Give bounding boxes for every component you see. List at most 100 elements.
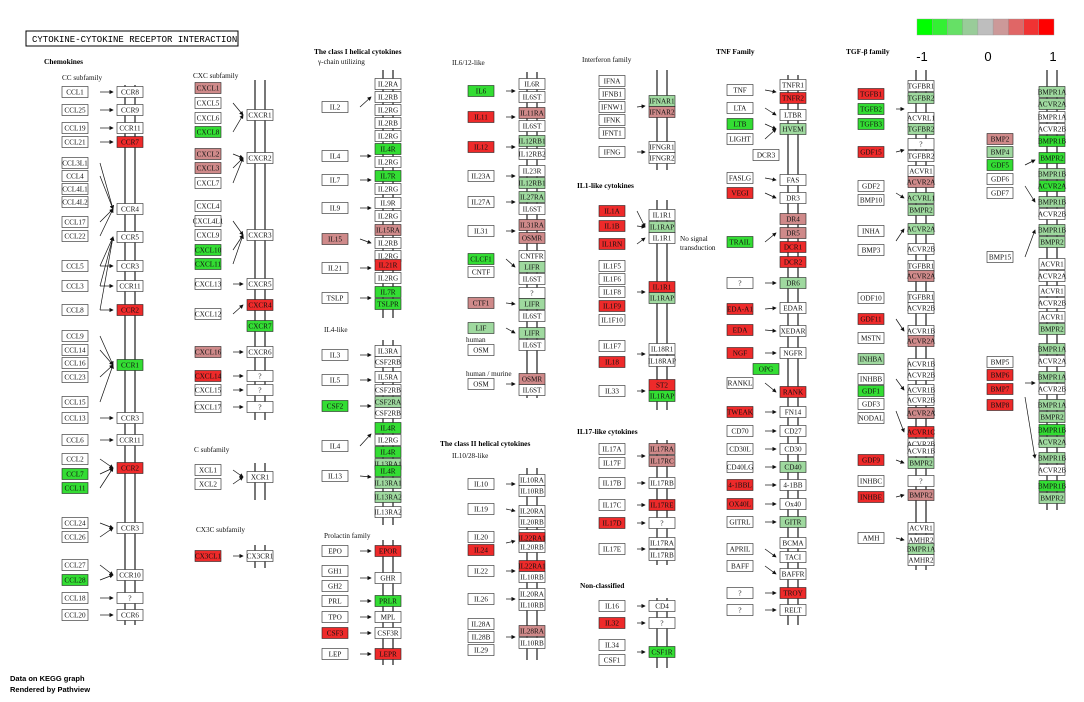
gene-node[interactable]: IL2RB bbox=[374, 237, 402, 249]
gene-node[interactable]: ? bbox=[246, 370, 274, 382]
gene-node[interactable]: IL31RA bbox=[518, 219, 546, 231]
gene-node[interactable]: CXCL14 bbox=[194, 370, 222, 382]
gene-node[interactable]: IL20RB bbox=[518, 541, 546, 553]
gene-node[interactable]: CD40 bbox=[779, 461, 807, 473]
gene-node[interactable]: CXCL4L1 bbox=[193, 215, 224, 227]
gene-node[interactable]: ACVR2B bbox=[1038, 208, 1067, 220]
gene-node[interactable]: ? bbox=[726, 587, 754, 599]
gene-node[interactable]: CXCL2 bbox=[194, 148, 222, 160]
gene-node[interactable]: CCR4 bbox=[116, 203, 144, 215]
gene-node[interactable]: IL1F8 bbox=[598, 286, 626, 298]
gene-node[interactable]: IL19 bbox=[467, 503, 495, 515]
gene-node[interactable]: IFNB1 bbox=[598, 88, 626, 100]
gene-node[interactable]: IL12RB2 bbox=[518, 148, 546, 160]
gene-node[interactable]: OSM bbox=[467, 378, 495, 390]
gene-node[interactable]: IL17RA bbox=[648, 537, 676, 549]
gene-node[interactable]: CXCR4 bbox=[246, 299, 274, 311]
gene-node[interactable]: ODF10 bbox=[857, 292, 885, 304]
gene-node[interactable]: TGFBR1 bbox=[908, 291, 935, 303]
gene-node[interactable]: CCR8 bbox=[116, 86, 144, 98]
gene-node[interactable]: IL1F5 bbox=[598, 260, 626, 272]
gene-node[interactable]: AMHR2 bbox=[907, 554, 935, 566]
gene-node[interactable]: CXCL16 bbox=[194, 346, 222, 358]
gene-node[interactable]: INHA bbox=[857, 225, 885, 237]
gene-node[interactable]: TNFR2 bbox=[779, 92, 807, 104]
gene-node[interactable]: CCR11 bbox=[116, 280, 144, 292]
gene-node[interactable]: DR3 bbox=[779, 192, 807, 204]
gene-node[interactable]: CCL3 bbox=[61, 280, 89, 292]
gene-node[interactable]: IL1RAP bbox=[648, 292, 676, 304]
gene-node[interactable]: IL1RAP bbox=[648, 221, 676, 233]
gene-node[interactable]: BMPR2 bbox=[907, 204, 935, 216]
gene-node[interactable]: TGFB1 bbox=[857, 88, 885, 100]
gene-node[interactable]: IL6 bbox=[467, 85, 495, 97]
gene-node[interactable]: BMP15 bbox=[986, 251, 1014, 263]
gene-node[interactable]: TGFB3 bbox=[857, 118, 885, 130]
gene-node[interactable]: BMP10 bbox=[857, 194, 885, 206]
gene-node[interactable]: TGFB2 bbox=[857, 103, 885, 115]
gene-node[interactable]: CD40LG bbox=[727, 461, 754, 473]
gene-node[interactable]: CCR6 bbox=[116, 609, 144, 621]
gene-node[interactable]: LIFR bbox=[518, 261, 546, 273]
gene-node[interactable]: IFNAR1 bbox=[648, 95, 676, 107]
gene-node[interactable]: IL6R bbox=[518, 78, 546, 90]
gene-node[interactable]: CCL3L1 bbox=[61, 157, 89, 169]
gene-node[interactable]: IL28RA bbox=[518, 625, 546, 637]
gene-node[interactable]: IL1RAP bbox=[648, 390, 676, 402]
gene-node[interactable]: ACVR1 bbox=[1038, 285, 1066, 297]
gene-node[interactable]: BMP2 bbox=[986, 133, 1014, 145]
gene-node[interactable]: ACVR1 bbox=[907, 165, 935, 177]
gene-node[interactable]: BMPR1B bbox=[1038, 424, 1067, 436]
gene-node[interactable]: IL9 bbox=[321, 202, 349, 214]
gene-node[interactable]: IL4 bbox=[321, 440, 349, 452]
gene-node[interactable]: TSLP bbox=[321, 292, 349, 304]
gene-node[interactable]: CCL4 bbox=[61, 170, 89, 182]
gene-node[interactable]: CXCL13 bbox=[194, 278, 222, 290]
gene-node[interactable]: CXCL6 bbox=[194, 112, 222, 124]
gene-node[interactable]: ACVR1 bbox=[1038, 311, 1066, 323]
gene-node[interactable]: IL4R bbox=[374, 422, 402, 434]
gene-node[interactable]: AMH bbox=[857, 532, 885, 544]
gene-node[interactable]: BMPR2 bbox=[1038, 236, 1066, 248]
gene-node[interactable]: MPL bbox=[374, 611, 402, 623]
gene-node[interactable]: CXCL3 bbox=[194, 162, 222, 174]
gene-node[interactable]: BMPR1B bbox=[1038, 196, 1067, 208]
gene-node[interactable]: GDF7 bbox=[986, 187, 1014, 199]
gene-node[interactable]: IL17RE bbox=[648, 499, 676, 511]
gene-node[interactable]: IL32 bbox=[598, 617, 626, 629]
gene-node[interactable]: IL17F bbox=[598, 457, 626, 469]
gene-node[interactable]: ACVR2A bbox=[907, 270, 937, 282]
gene-node[interactable]: IL17RB bbox=[648, 549, 676, 561]
gene-node[interactable]: CXCL9 bbox=[194, 229, 222, 241]
gene-node[interactable]: EDAR bbox=[779, 302, 807, 314]
gene-node[interactable]: CCR1 bbox=[116, 359, 144, 371]
gene-node[interactable]: IL5 bbox=[321, 374, 349, 386]
gene-node[interactable]: IL1F7 bbox=[598, 340, 626, 352]
gene-node[interactable]: CD30L bbox=[726, 443, 754, 455]
gene-node[interactable]: CTF1 bbox=[467, 297, 495, 309]
gene-node[interactable]: CSF2RB bbox=[374, 356, 402, 368]
gene-node[interactable]: CCL26 bbox=[61, 531, 89, 543]
gene-node[interactable]: CXCR2 bbox=[246, 152, 274, 164]
gene-node[interactable]: CLCF1 bbox=[467, 253, 495, 265]
gene-node[interactable]: IL13RA2 bbox=[374, 506, 402, 518]
gene-node[interactable]: LEPR bbox=[374, 648, 402, 660]
gene-node[interactable]: TNF bbox=[726, 84, 754, 96]
gene-node[interactable]: CCL14 bbox=[61, 344, 89, 356]
gene-node[interactable]: IL17RC bbox=[648, 455, 676, 467]
gene-node[interactable]: CCL7 bbox=[61, 468, 89, 480]
gene-node[interactable]: CCR9 bbox=[116, 104, 144, 116]
gene-node[interactable]: CCL24 bbox=[61, 517, 89, 529]
gene-node[interactable]: CNTF bbox=[467, 266, 495, 278]
gene-node[interactable]: BMP6 bbox=[986, 369, 1014, 381]
gene-node[interactable]: IL29 bbox=[467, 644, 495, 656]
gene-node[interactable]: ACVR2B bbox=[907, 394, 936, 406]
gene-node[interactable]: IL34 bbox=[598, 639, 626, 651]
gene-node[interactable]: NGF bbox=[726, 347, 754, 359]
gene-node[interactable]: ? bbox=[648, 517, 676, 529]
gene-node[interactable]: IFNGR1 bbox=[648, 141, 676, 153]
gene-node[interactable]: EDA bbox=[726, 324, 754, 336]
gene-node[interactable]: ST2 bbox=[648, 379, 676, 391]
gene-node[interactable]: INHBA bbox=[857, 353, 885, 365]
gene-node[interactable]: XCL1 bbox=[194, 464, 222, 476]
